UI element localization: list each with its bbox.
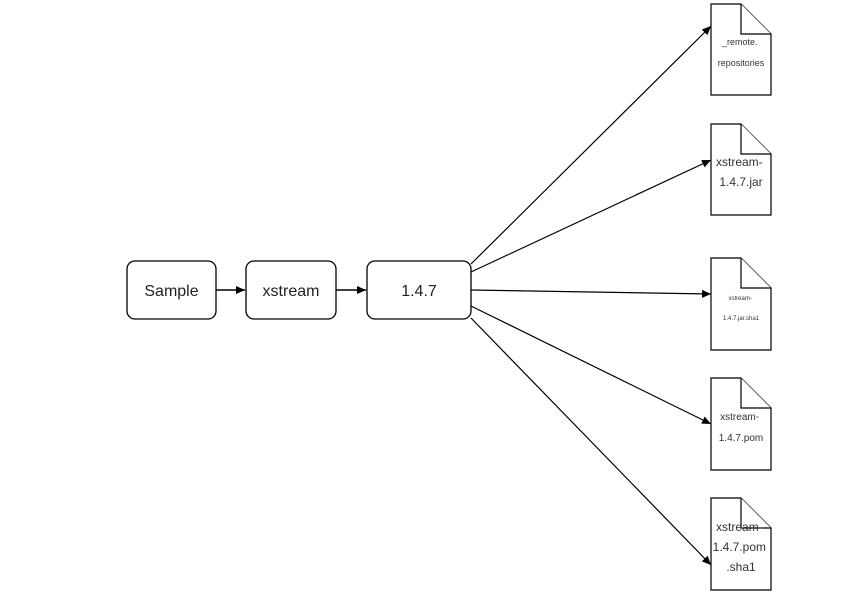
file-label-line: .sha1 [726,560,756,574]
file-label-line: repositories [718,58,765,68]
file-remote-repositories[interactable]: _remote. repositories [710,3,772,96]
edge-to-pom-sha1 [470,317,712,566]
node-sample-label: Sample [144,283,198,300]
svg-text:xstream- 1.4.7.jar: xstream- 1.4.7.jar [716,155,766,189]
edge-to-remote-repositories [470,25,712,265]
svg-text:xstream- 1.4.7.pom: xstream- 1.4.7.pom [719,412,763,444]
edge-to-pom [470,305,712,425]
file-label-line: 1.4.7.pom [713,540,766,554]
svg-text:_remote. repositories: _remote. repositories [718,37,765,68]
node-version[interactable]: 1.4.7 [366,260,472,320]
file-xstream-pom-sha1[interactable]: xstream- 1.4.7.pom .sha1 [710,497,772,591]
file-label-line: xstream- [716,520,763,534]
svg-text:xstream- 1.4.7.pom: xstream- 1.4.7.pom .sha1 [713,520,770,574]
file-label-line: xstream- [716,155,763,169]
file-label-line: 1.4.7.jar [719,175,762,189]
file-xstream-pom[interactable]: xstream- 1.4.7.pom [710,377,772,471]
node-sample[interactable]: Sample [126,260,217,320]
node-version-label: 1.4.7 [401,283,437,300]
file-label-line: _remote. [721,37,758,47]
file-xstream-jar[interactable]: xstream- 1.4.7.jar [710,123,772,216]
file-label-line: xstream- [728,296,751,302]
file-xstream-jar-sha1[interactable]: xstream- 1.4.7.jar.sha1 [710,257,772,351]
file-label-line: 1.4.7.jar.sha1 [723,316,760,322]
edge-to-jar-sha1 [470,289,712,298]
node-xstream[interactable]: xstream [245,260,337,320]
file-label-line: xstream- [720,412,759,423]
file-label-line: 1.4.7.pom [719,433,763,444]
svg-text:xstream- 1.4.7.jar.sha1: xstream- 1.4.7.jar.sha1 [723,296,760,322]
edge-to-jar [470,159,712,273]
node-xstream-label: xstream [263,283,320,300]
